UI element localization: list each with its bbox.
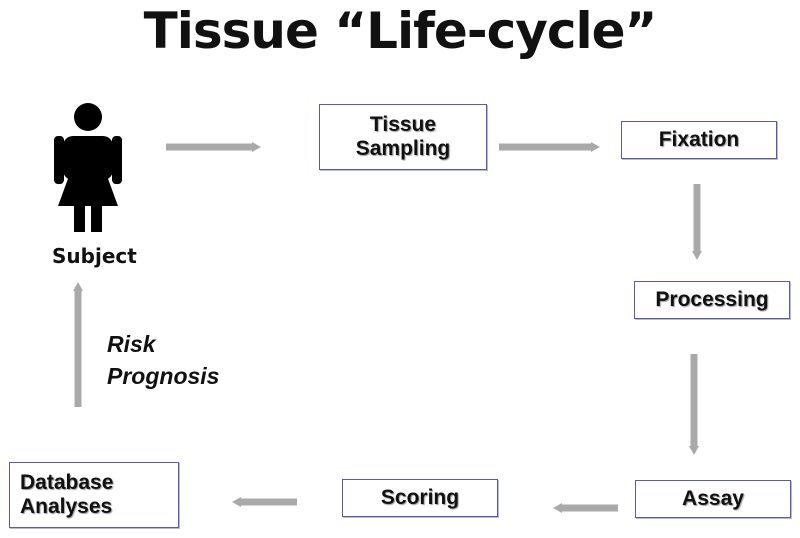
- person-icon: [54, 103, 122, 232]
- step-processing: Processing: [634, 281, 790, 319]
- step-database-analyses-label: Database Analyses: [20, 471, 114, 518]
- step-scoring-label: Scoring: [380, 486, 460, 509]
- arrow-sampling-to-fixation: [499, 142, 600, 152]
- step-assay-label: Assay: [682, 487, 744, 510]
- step-scoring: Scoring: [342, 479, 498, 517]
- step-tissue-sampling: Tissue Sampling: [319, 104, 487, 170]
- arrow-scoring-to-database: [232, 497, 297, 507]
- step-assay: Assay: [635, 480, 791, 518]
- step-tissue-sampling-label: Tissue Sampling: [355, 113, 451, 160]
- step-fixation-label: Fixation: [658, 128, 740, 151]
- arrow-subject-to-sampling: [166, 142, 261, 152]
- step-database-analyses: Database Analyses: [9, 462, 179, 528]
- step-processing-label: Processing: [655, 288, 769, 311]
- outcome-risk: Risk: [107, 331, 156, 357]
- diagram-title: Tissue “Life-cycle”: [143, 2, 658, 60]
- arrow-fixation-to-processing: [692, 184, 702, 260]
- step-fixation: Fixation: [621, 121, 777, 159]
- arrow-processing-to-assay: [689, 354, 699, 455]
- arrow-assay-to-scoring: [553, 503, 618, 513]
- outcome-text: Risk Prognosis: [107, 328, 219, 392]
- arrow-database-to-subject: [73, 282, 83, 407]
- subject-label: Subject: [52, 244, 137, 268]
- outcome-prognosis: Prognosis: [107, 363, 220, 389]
